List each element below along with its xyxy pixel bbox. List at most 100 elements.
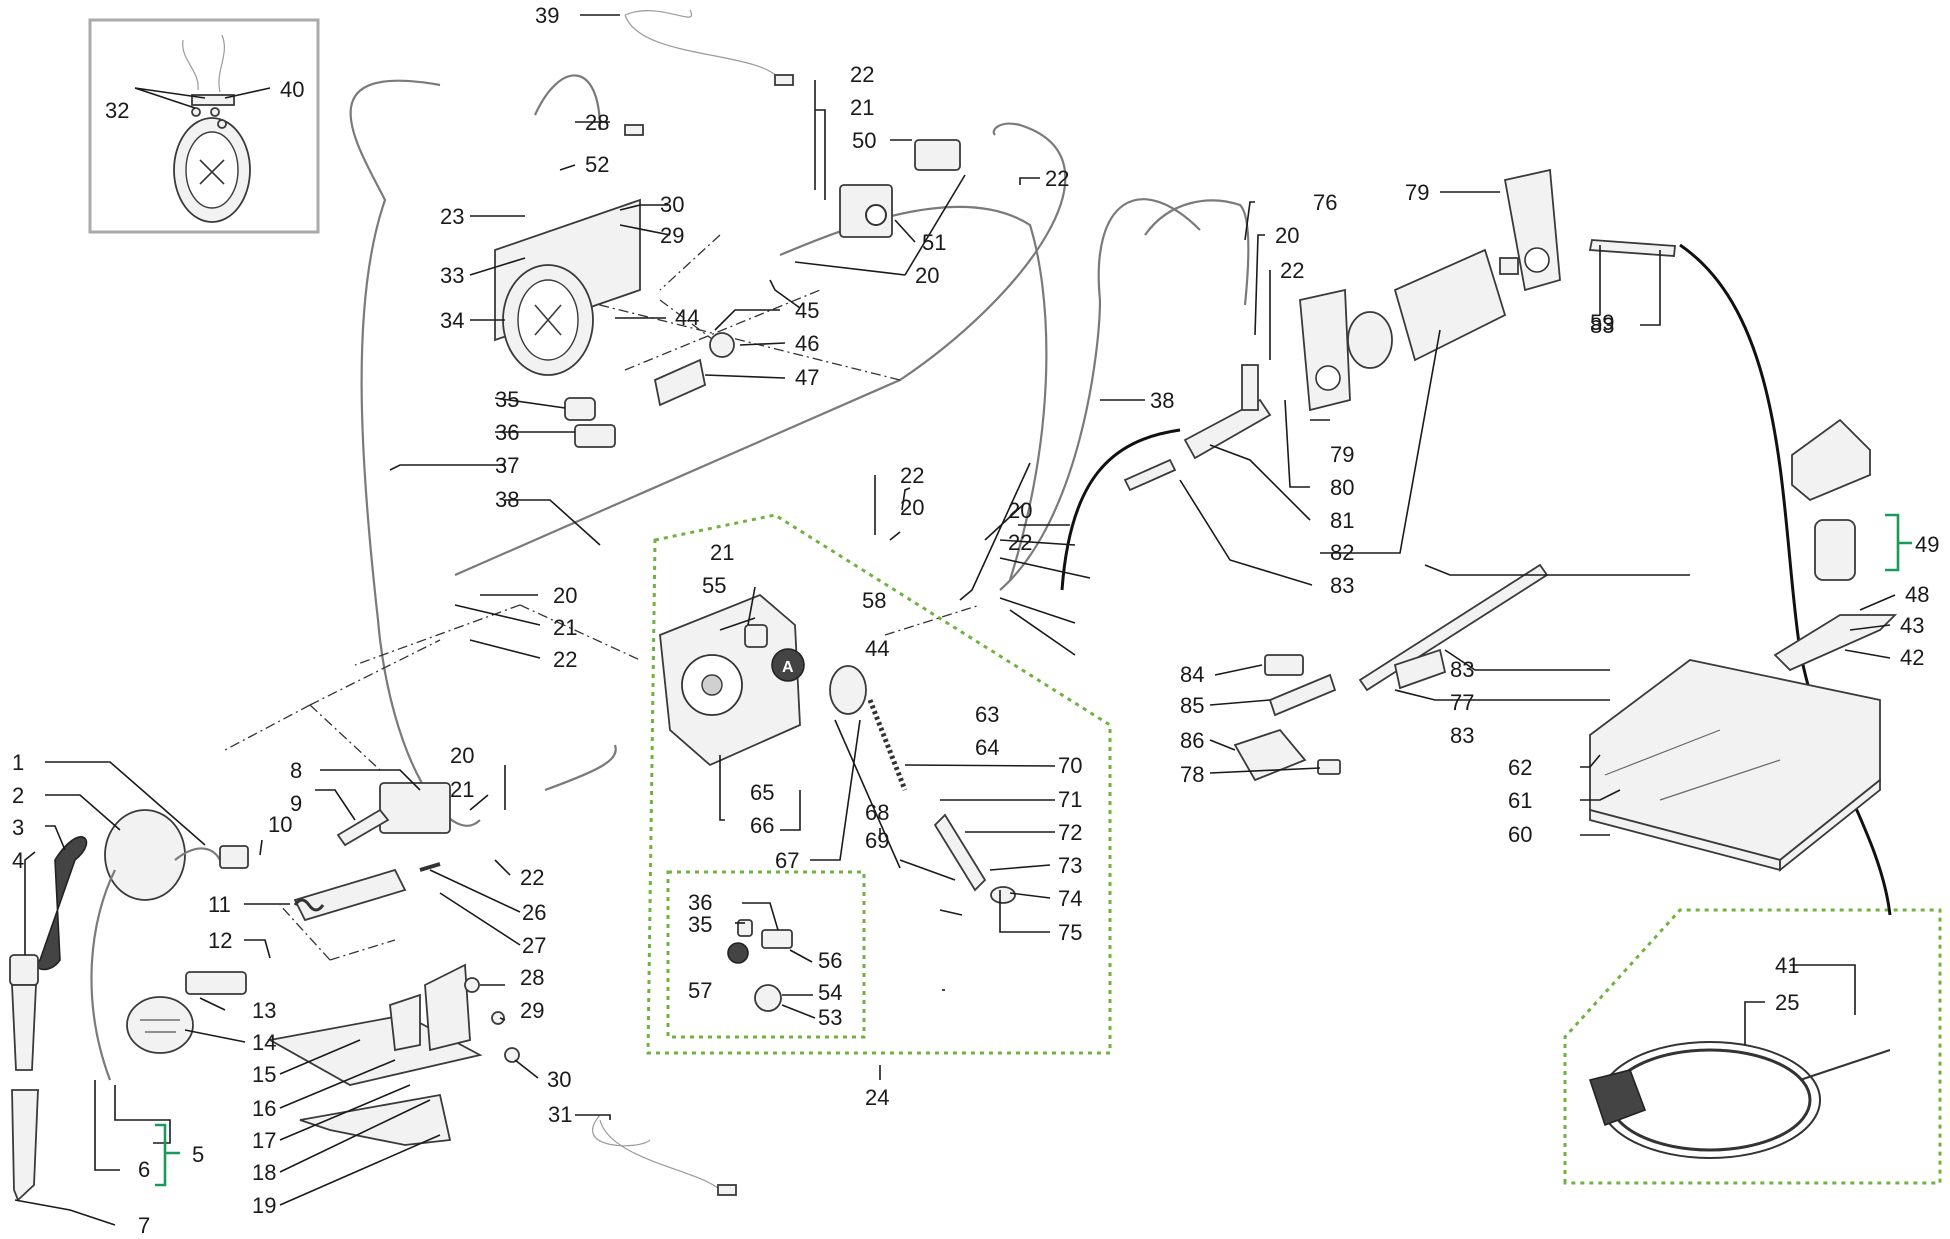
label-72: 72 bbox=[1058, 820, 1082, 845]
label-67: 67 bbox=[775, 848, 799, 873]
label-15: 15 bbox=[252, 1062, 276, 1087]
label-31: 31 bbox=[548, 1102, 572, 1127]
left-parts bbox=[9, 782, 520, 1202]
label-23: 23 bbox=[440, 204, 464, 229]
label-55: 55 bbox=[702, 573, 726, 598]
label-20-left: 20 bbox=[553, 583, 577, 608]
label-62: 62 bbox=[1508, 755, 1532, 780]
label-22: 22 bbox=[520, 865, 544, 890]
label-58: 58 bbox=[862, 588, 886, 613]
label-22-top2: 22 bbox=[1045, 166, 1069, 191]
label-16: 16 bbox=[252, 1096, 276, 1121]
label-21: 21 bbox=[450, 777, 474, 802]
label-30: 30 bbox=[547, 1067, 571, 1092]
label-86: 86 bbox=[1180, 728, 1204, 753]
label-65: 65 bbox=[750, 780, 774, 805]
label-37: 37 bbox=[495, 453, 519, 478]
label-79: 79 bbox=[1405, 180, 1429, 205]
label-39: 39 bbox=[535, 3, 559, 28]
label-21-left: 21 bbox=[553, 615, 577, 640]
label-28: 28 bbox=[520, 965, 544, 990]
label-76: 76 bbox=[1313, 190, 1337, 215]
label-51: 51 bbox=[922, 230, 946, 255]
label-63: 63 bbox=[975, 702, 999, 727]
leader-lines bbox=[14, 14, 1896, 1226]
label-80: 80 bbox=[1330, 475, 1354, 500]
label-83: 83 bbox=[1330, 573, 1354, 598]
label-11: 11 bbox=[208, 892, 231, 917]
label-73: 73 bbox=[1058, 853, 1082, 878]
label-7: 7 bbox=[138, 1213, 150, 1238]
label-24: 24 bbox=[865, 1085, 889, 1110]
part-labels: 1 2 3 4 5 6 7 8 9 10 11 12 13 14 15 16 1… bbox=[12, 3, 1939, 1238]
label-66: 66 bbox=[750, 813, 774, 838]
label-44: 44 bbox=[675, 305, 699, 330]
hoses bbox=[349, 9, 1892, 1196]
brackets bbox=[155, 513, 1912, 1187]
label-82: 82 bbox=[1330, 540, 1354, 565]
label-22-mid: 22 bbox=[900, 463, 924, 488]
label-27: 27 bbox=[522, 933, 546, 958]
label-3: 3 bbox=[12, 815, 24, 840]
label-25: 25 bbox=[1775, 990, 1799, 1015]
label-83b: 83 bbox=[1590, 313, 1614, 338]
label-75: 75 bbox=[1058, 920, 1082, 945]
label-83d: 83 bbox=[1450, 723, 1474, 748]
label-26: 26 bbox=[522, 900, 546, 925]
label-71: 71 bbox=[1058, 787, 1082, 812]
marker-a: A bbox=[782, 659, 794, 676]
label-20: 20 bbox=[450, 743, 474, 768]
label-68: 68 bbox=[865, 800, 889, 825]
label-43: 43 bbox=[1900, 613, 1924, 638]
label-20-mid2: 20 bbox=[1008, 498, 1032, 523]
label-85: 85 bbox=[1180, 693, 1204, 718]
label-8: 8 bbox=[290, 758, 302, 783]
label-22-left: 22 bbox=[553, 647, 577, 672]
label-21-grp: 21 bbox=[710, 540, 734, 565]
label-36: 36 bbox=[495, 420, 519, 445]
label-22-top: 22 bbox=[850, 62, 874, 87]
label-29-top: 29 bbox=[660, 223, 684, 248]
label-32: 32 bbox=[105, 98, 129, 123]
label-21-top: 21 bbox=[850, 95, 874, 120]
label-74: 74 bbox=[1058, 886, 1082, 911]
label-28-top: 28 bbox=[585, 110, 609, 135]
repeated-labels: 22 21 28 30 29 20 22 20 22 38 22 20 20 2… bbox=[553, 62, 1304, 937]
label-35-grp: 35 bbox=[688, 912, 712, 937]
label-22-right: 22 bbox=[1280, 258, 1304, 283]
label-83c: 83 bbox=[1450, 657, 1474, 682]
label-41: 41 bbox=[1775, 953, 1799, 978]
label-78: 78 bbox=[1180, 762, 1204, 787]
label-10: 10 bbox=[268, 812, 292, 837]
label-1: 1 bbox=[12, 750, 24, 775]
label-42: 42 bbox=[1900, 645, 1924, 670]
label-50: 50 bbox=[852, 128, 876, 153]
label-20-right: 20 bbox=[1275, 223, 1299, 248]
top-parts bbox=[494, 124, 961, 448]
label-81: 81 bbox=[1330, 508, 1354, 533]
label-38: 38 bbox=[495, 487, 519, 512]
label-79b: 79 bbox=[1330, 442, 1354, 467]
label-46: 46 bbox=[795, 331, 819, 356]
group-24-parts: A bbox=[659, 593, 1016, 1012]
label-33: 33 bbox=[440, 263, 464, 288]
label-70: 70 bbox=[1058, 753, 1082, 778]
label-45: 45 bbox=[795, 298, 819, 323]
label-36-grp: 36 bbox=[688, 890, 712, 915]
label-69: 69 bbox=[865, 828, 889, 853]
label-4: 4 bbox=[12, 848, 24, 873]
label-56: 56 bbox=[818, 948, 842, 973]
label-44-grp: 44 bbox=[865, 636, 889, 661]
detail-inset bbox=[88, 18, 320, 234]
label-35: 35 bbox=[495, 387, 519, 412]
label-12: 12 bbox=[208, 928, 232, 953]
label-84: 84 bbox=[1180, 662, 1204, 687]
label-40: 40 bbox=[280, 77, 304, 102]
label-5: 5 bbox=[192, 1142, 204, 1167]
label-17: 17 bbox=[252, 1128, 276, 1153]
label-14: 14 bbox=[252, 1030, 276, 1055]
label-38-right: 38 bbox=[1150, 388, 1174, 413]
label-53: 53 bbox=[818, 1005, 842, 1030]
label-30-top: 30 bbox=[660, 192, 684, 217]
